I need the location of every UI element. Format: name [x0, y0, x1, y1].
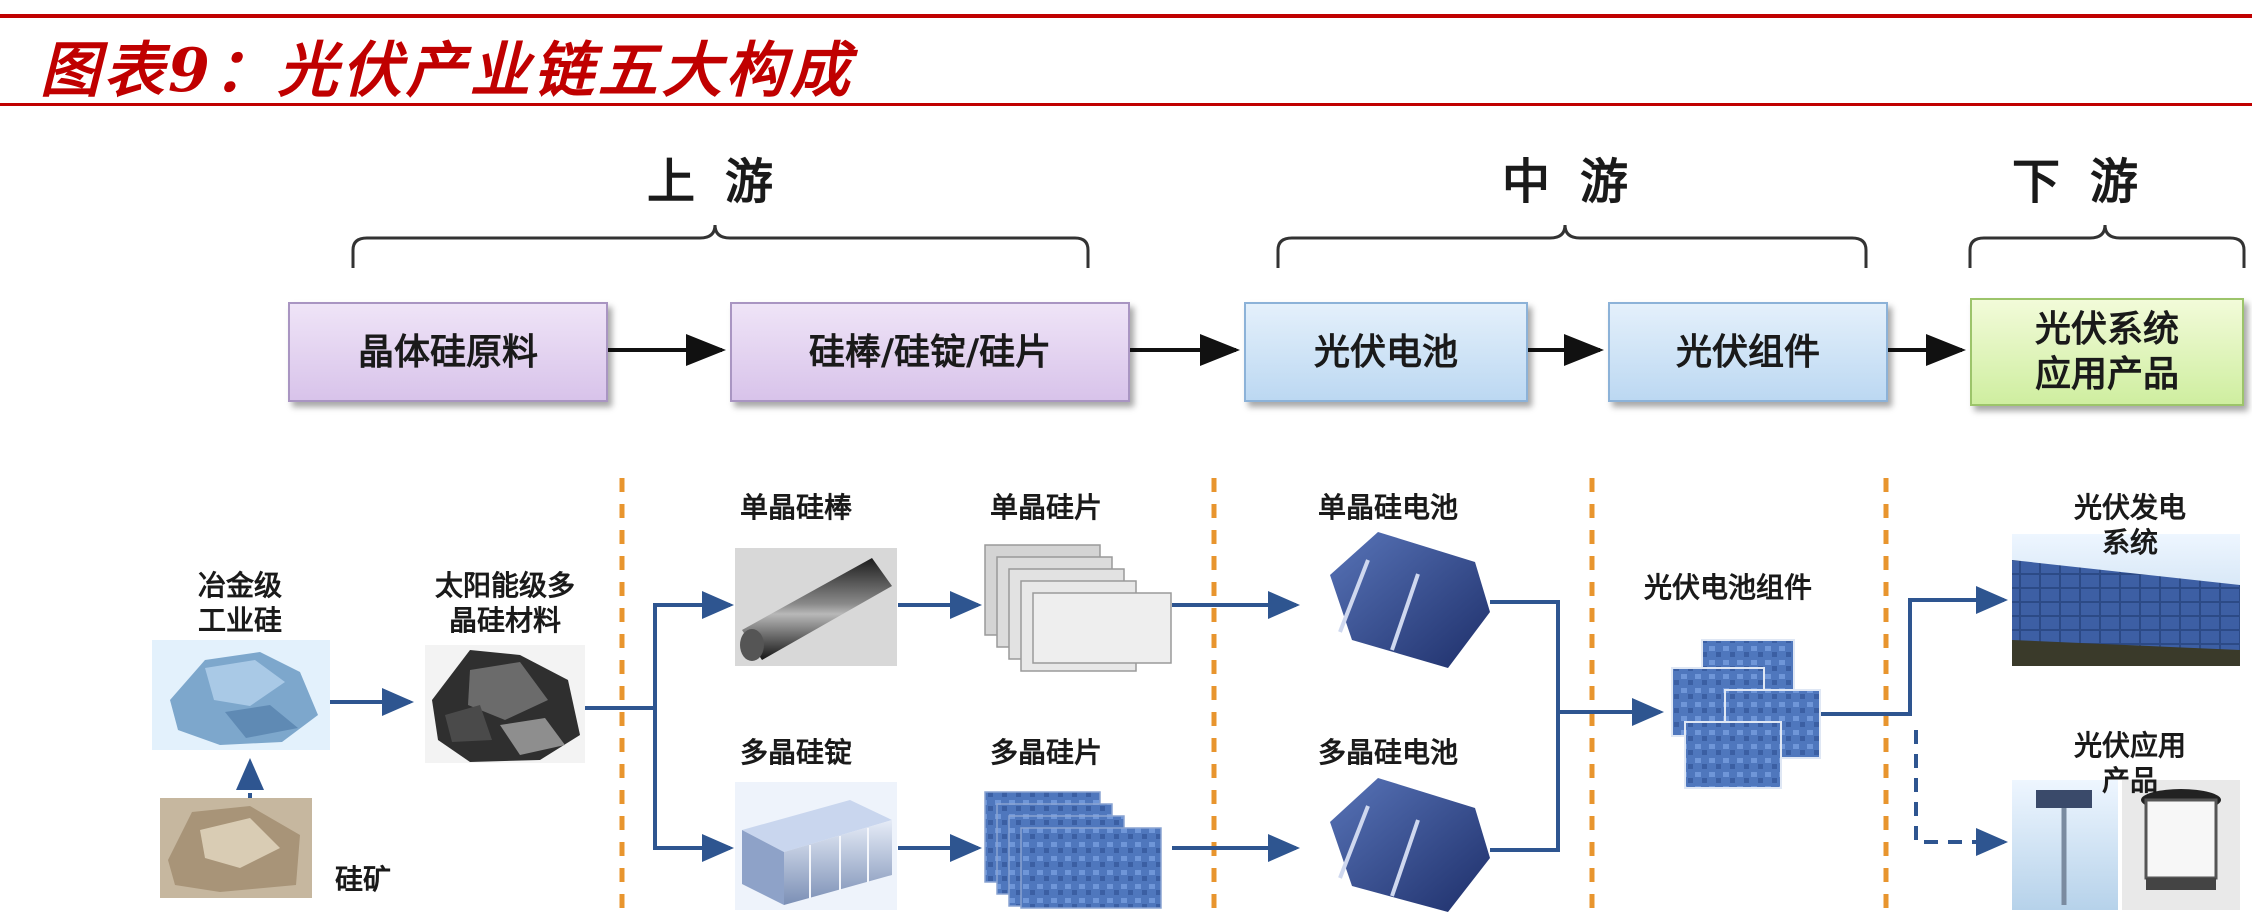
- metallurgical-silicon-image: [152, 640, 330, 750]
- caption-pv-module: 光伏电池组件: [1643, 571, 1813, 604]
- stage-dividers: [619, 478, 1889, 915]
- brace-upstream: [351, 224, 1090, 268]
- poly-cell-image: [1330, 778, 1490, 912]
- caption-poly-ingot: 多晶硅锭: [739, 736, 853, 769]
- mono-rod-image: [735, 548, 897, 666]
- polysilicon-image: [425, 645, 585, 763]
- stage-downstream-label: 下游: [2011, 154, 2169, 210]
- flow-arrows: [236, 586, 2008, 862]
- pv-products-image: [2012, 780, 2240, 910]
- figure-title: 图表9：光伏产业链五大构成: [40, 36, 854, 106]
- caption-metallurgical-silicon: 冶金级 工业硅: [197, 569, 283, 637]
- caption-silicon-ore: 硅矿: [335, 863, 392, 896]
- silicon-ore-image: [160, 798, 312, 898]
- caption-pv-system: 光伏发电系统: [2073, 491, 2186, 559]
- poly-ingot-image: [735, 782, 897, 910]
- chain-box-crystalline-silicon-raw-material: 晶体硅原料: [288, 302, 608, 402]
- poly-wafer-image: [984, 791, 1162, 909]
- mono-cell-image: [1330, 532, 1490, 668]
- title-top-rule: [0, 14, 2252, 18]
- pv-module-image: [1671, 639, 1821, 789]
- brace-midstream: [1276, 224, 1868, 268]
- chain-box-pv-module: 光伏组件: [1608, 302, 1888, 402]
- stage-upstream-label: 上游: [646, 154, 804, 210]
- caption-pv-products: 光伏应用产品: [2073, 729, 2186, 797]
- title-bottom-rule: [0, 103, 2252, 106]
- stage-midstream-label: 中游: [1501, 154, 1659, 210]
- caption-poly-cell: 多晶硅电池: [1317, 736, 1459, 769]
- caption-mono-wafer: 单晶硅片: [989, 491, 1103, 524]
- brace-downstream: [1968, 224, 2246, 268]
- chain-box-pv-system-products: 光伏系统 应用产品: [1970, 298, 2244, 406]
- pv-system-image: [2012, 534, 2240, 666]
- caption-mono-rod: 单晶硅棒: [739, 491, 853, 524]
- caption-mono-cell: 单晶硅电池: [1317, 491, 1459, 524]
- caption-poly-wafer: 多晶硅片: [989, 736, 1103, 769]
- mono-wafer-image: [984, 544, 1172, 672]
- caption-solar-polysilicon: 太阳能级多 晶硅材料: [434, 569, 576, 637]
- chain-box-rod-ingot-wafer: 硅棒/硅锭/硅片: [730, 302, 1130, 402]
- chain-box-pv-cell: 光伏电池: [1244, 302, 1528, 402]
